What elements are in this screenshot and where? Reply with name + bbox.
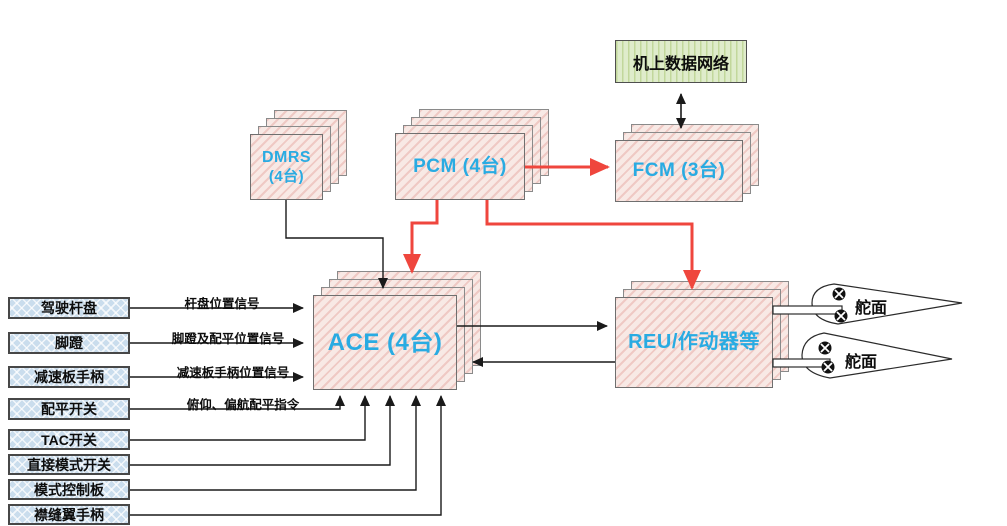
input-box-pedals: 脚蹬 bbox=[8, 332, 130, 354]
conn-dmrs-to-ace bbox=[285, 200, 388, 289]
onboard-data-network-label: 机上数据网络 bbox=[632, 55, 729, 73]
conn-directmode-to-ace bbox=[130, 395, 395, 466]
input-label: 减速板手柄 bbox=[34, 369, 104, 385]
conn-tac-to-ace bbox=[130, 395, 370, 441]
hinge-icon bbox=[834, 309, 848, 323]
hinge-icon bbox=[818, 341, 832, 355]
onboard-data-network-box: 机上数据网络 bbox=[615, 40, 747, 83]
input-label: 驾驶杆盘 bbox=[41, 300, 97, 316]
hinge-icon bbox=[832, 287, 846, 301]
conn-pcm-to-ace bbox=[403, 200, 439, 274]
input-box-direct-mode-switch: 直接模式开关 bbox=[8, 454, 130, 475]
control-surface-top bbox=[811, 283, 963, 325]
control-surface-bottom bbox=[801, 332, 953, 379]
conn-trim-to-ace bbox=[130, 395, 345, 410]
dmrs-box: DMRS (4台) bbox=[250, 134, 323, 200]
ace-label: ACE (4台) bbox=[327, 328, 443, 356]
reu-box: REU/作动器等 bbox=[615, 297, 773, 388]
dmrs-label-line1: DMRS bbox=[261, 149, 312, 167]
actuator-rod-bottom bbox=[772, 358, 831, 368]
reu-label: REU/作动器等 bbox=[628, 331, 760, 353]
conn-modepanel-to-ace bbox=[130, 395, 421, 491]
actuator-rod-top bbox=[772, 305, 843, 315]
pcm-label: PCM (4台) bbox=[413, 155, 507, 177]
input-label: 襟缝翼手柄 bbox=[34, 506, 104, 523]
input-box-mode-control-panel: 模式控制板 bbox=[8, 479, 130, 500]
input-label: 直接模式开关 bbox=[27, 456, 111, 473]
input-box-control-wheel: 驾驶杆盘 bbox=[8, 297, 130, 319]
input-label: 配平开关 bbox=[41, 401, 97, 417]
fcm-box: FCM (3台) bbox=[615, 140, 743, 202]
conn-flaplever-to-ace bbox=[130, 395, 446, 516]
input-label: 脚蹬 bbox=[55, 335, 83, 351]
dmrs-label-line2: (4台) bbox=[268, 167, 305, 185]
input-label: TAC开关 bbox=[41, 431, 97, 448]
fcm-label: FCM (3台) bbox=[632, 160, 726, 182]
conn-pcm-to-reu bbox=[485, 200, 701, 290]
input-box-speedbrake-lever: 减速板手柄 bbox=[8, 366, 130, 388]
ace-box: ACE (4台) bbox=[313, 295, 457, 390]
input-box-tac-switch: TAC开关 bbox=[8, 429, 130, 450]
hinge-icon bbox=[821, 360, 835, 374]
input-box-trim-switch: 配平开关 bbox=[8, 398, 130, 420]
input-label: 模式控制板 bbox=[34, 481, 104, 498]
input-box-flap-slat-lever: 襟缝翼手柄 bbox=[8, 504, 130, 525]
pcm-box: PCM (4台) bbox=[395, 133, 525, 200]
